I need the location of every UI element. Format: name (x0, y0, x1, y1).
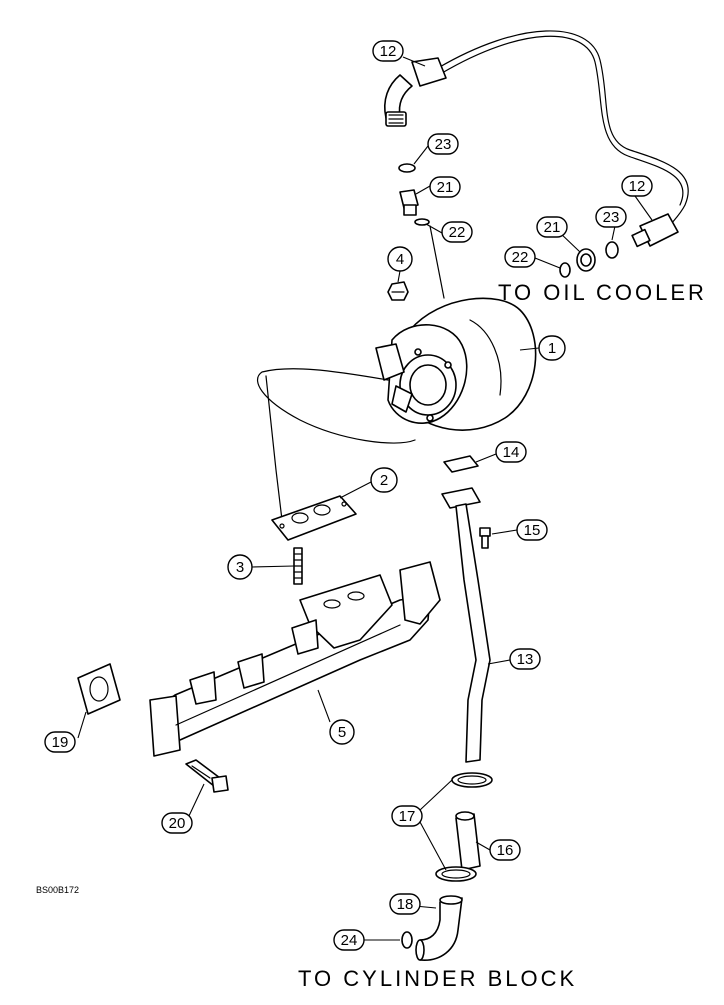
svg-text:4: 4 (396, 251, 404, 268)
oil-return-line (256, 368, 416, 521)
leader-lines (77, 56, 653, 941)
callout-3: 3 (227, 554, 253, 580)
callout-23-cooler: 23 (595, 206, 627, 228)
exhaust-manifold-part-5 (149, 561, 441, 757)
svg-text:13: 13 (517, 651, 534, 668)
svg-text:12: 12 (629, 178, 646, 195)
gasket-part-2 (271, 495, 357, 541)
callout-5: 5 (329, 719, 355, 745)
fitting-part-21-upper (399, 189, 419, 216)
svg-text:16: 16 (497, 842, 514, 859)
svg-text:3: 3 (236, 559, 244, 576)
o-ring-part-24 (401, 931, 413, 949)
svg-text:19: 19 (52, 734, 69, 751)
bolt-part-15 (479, 527, 491, 549)
callout-23-upper: 23 (427, 133, 459, 155)
svg-text:15: 15 (524, 522, 541, 539)
gasket-part-14 (443, 455, 479, 473)
o-ring-part-22-cooler (559, 262, 571, 278)
gasket-part-19 (77, 663, 121, 715)
svg-text:22: 22 (449, 224, 466, 241)
callout-1: 1 (538, 335, 566, 361)
elbow-fitting-part-12-cooler (631, 213, 679, 248)
callout-18: 18 (389, 893, 421, 915)
nut-part-4 (387, 281, 409, 301)
callout-17: 17 (391, 805, 423, 827)
oil-line-part-12 (437, 30, 689, 229)
callout-21-cooler: 21 (536, 216, 568, 238)
fitting-part-21-cooler (576, 248, 596, 272)
svg-text:18: 18 (397, 896, 414, 913)
hose-clamp-part-17-lower (435, 866, 477, 882)
svg-text:2: 2 (380, 472, 388, 489)
o-ring-part-22-upper (414, 218, 430, 226)
svg-text:21: 21 (437, 179, 454, 196)
svg-text:20: 20 (169, 815, 186, 832)
callout-16: 16 (489, 839, 521, 861)
callout-12-cooler: 12 (621, 175, 653, 197)
washer-part-23-cooler (605, 241, 619, 259)
callout-22-upper: 22 (441, 221, 473, 243)
hose-clamp-part-17-upper (451, 772, 493, 788)
svg-text:21: 21 (544, 219, 561, 236)
callout-19: 19 (44, 731, 76, 753)
callout-22-cooler: 22 (504, 246, 536, 268)
svg-text:5: 5 (338, 724, 346, 741)
svg-text:14: 14 (503, 444, 520, 461)
svg-text:12: 12 (380, 43, 397, 60)
svg-text:17: 17 (399, 808, 416, 825)
svg-text:1: 1 (548, 340, 556, 357)
elbow-fitting-part-12-upper (384, 57, 447, 127)
washer-part-23-upper (398, 163, 416, 173)
callout-24: 24 (333, 929, 365, 951)
to-oil-cooler-label: TO OIL COOLER (498, 280, 707, 305)
turbocharger-part-1 (375, 297, 537, 431)
elbow-tube-part-18 (415, 895, 463, 961)
callout-15: 15 (516, 519, 548, 541)
callout-20: 20 (161, 812, 193, 834)
callout-2: 2 (370, 467, 398, 493)
to-cylinder-block-label: TO CYLINDER BLOCK (298, 966, 577, 991)
callout-21-upper: 21 (429, 176, 461, 198)
hose-part-16 (455, 811, 481, 871)
callout-13: 13 (509, 648, 541, 670)
svg-text:23: 23 (603, 209, 620, 226)
stud-part-3 (293, 547, 303, 585)
callout-12-upper: 12 (372, 40, 404, 62)
tube-part-13 (441, 487, 491, 763)
svg-text:23: 23 (435, 136, 452, 153)
callout-4: 4 (387, 246, 413, 272)
callout-14: 14 (495, 441, 527, 463)
drawing-code-label: BS00B172 (36, 885, 79, 895)
svg-text:22: 22 (512, 249, 529, 266)
svg-text:24: 24 (341, 932, 358, 949)
bolt-part-20 (185, 759, 229, 793)
